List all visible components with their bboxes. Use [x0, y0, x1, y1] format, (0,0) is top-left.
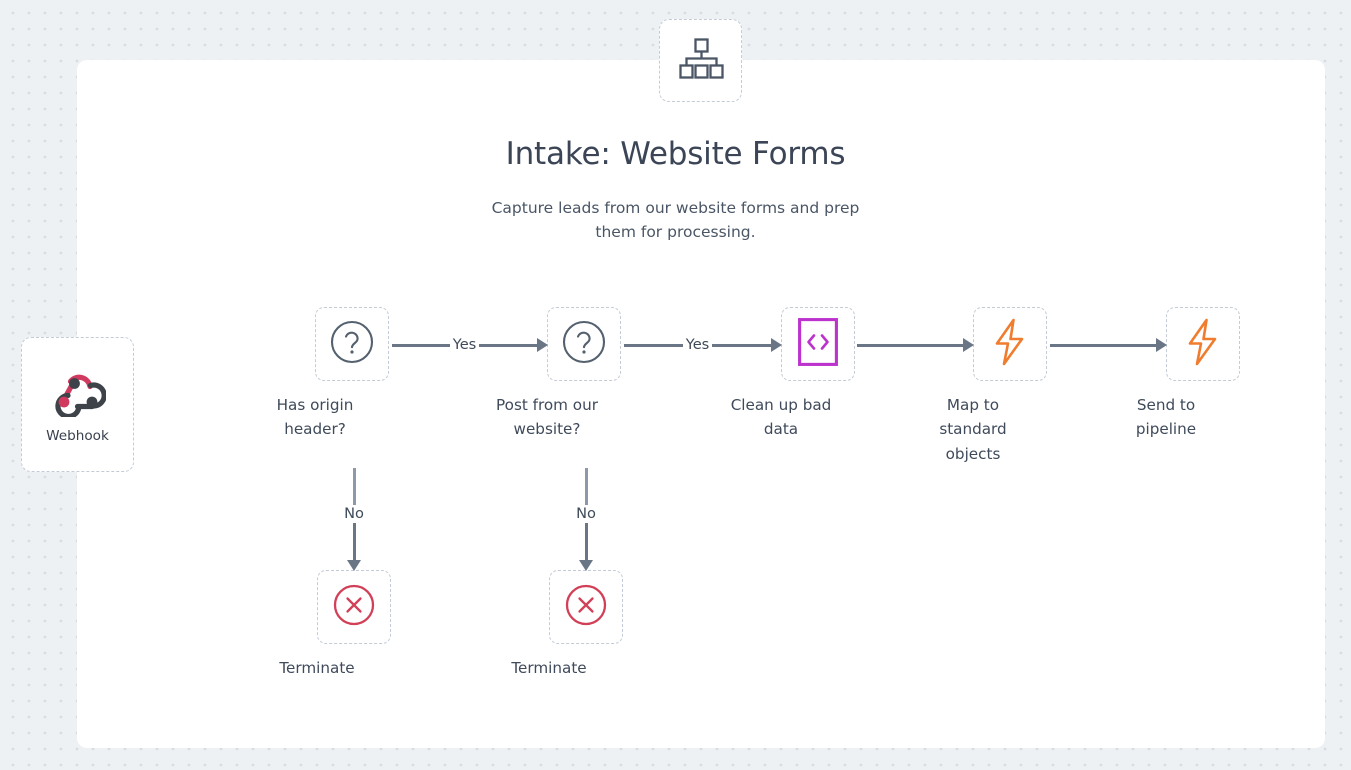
node-box[interactable]: [1166, 307, 1240, 381]
edge-line: [392, 343, 450, 347]
node-box[interactable]: [547, 307, 621, 381]
arrow-head-icon: [771, 338, 782, 352]
node-label: Post from our website?: [496, 396, 598, 439]
webhook-icon: [50, 365, 107, 421]
edge-line: [584, 468, 588, 505]
edge-line: [857, 343, 963, 347]
edge-label: Yes: [685, 335, 710, 353]
circle-x-icon: [562, 581, 610, 633]
trigger-node-label: Webhook: [46, 428, 109, 444]
edge-origin-no: No: [342, 468, 366, 571]
edge-line: [479, 343, 537, 347]
arrow-head-icon: [963, 338, 974, 352]
org-chart-icon: [678, 37, 724, 85]
question-mark-icon: [560, 318, 608, 370]
arrow-head-icon: [347, 560, 361, 571]
page-title: Intake: Website Forms: [505, 136, 846, 172]
arrow-head-icon: [1156, 338, 1167, 352]
node-label: Send to pipeline: [1135, 396, 1197, 439]
arrow-head-icon: [537, 338, 548, 352]
edge-line: [712, 343, 771, 347]
edge-line: [584, 523, 588, 560]
node-label: Has origin header?: [276, 396, 354, 439]
edge-label: No: [576, 504, 596, 522]
node-box[interactable]: [549, 570, 623, 644]
node-label: Map to standard objects: [939, 396, 1007, 463]
node-label: Terminate: [511, 659, 587, 677]
edge-line: [1050, 343, 1156, 347]
arrow-head-icon: [579, 560, 593, 571]
flow-canvas-card: [77, 60, 1325, 748]
node-label: Terminate: [279, 659, 355, 677]
edge-label: No: [344, 504, 364, 522]
question-mark-icon: [328, 318, 376, 370]
node-label: Clean up bad data: [730, 396, 832, 439]
edge-label: Yes: [452, 335, 477, 353]
circle-x-icon: [330, 581, 378, 633]
edge-website-no: No: [574, 468, 598, 571]
edge-origin-yes: Yes: [392, 334, 548, 356]
page-subtitle: Capture leads from our website forms and…: [491, 199, 860, 242]
trigger-node-webhook[interactable]: Webhook: [21, 337, 134, 472]
lightning-bolt-icon: [991, 317, 1029, 371]
edge-clean-to-map: [857, 334, 974, 356]
edge-line: [352, 523, 356, 560]
flow-badge: [659, 19, 742, 102]
node-box[interactable]: [781, 307, 855, 381]
edge-line: [624, 343, 683, 347]
code-brackets-icon: [798, 318, 838, 370]
edge-website-yes: Yes: [624, 334, 782, 356]
edge-map-to-send: [1050, 334, 1167, 356]
node-box[interactable]: [315, 307, 389, 381]
node-box[interactable]: [973, 307, 1047, 381]
edge-line: [352, 468, 356, 505]
lightning-bolt-icon: [1184, 317, 1222, 371]
node-box[interactable]: [317, 570, 391, 644]
